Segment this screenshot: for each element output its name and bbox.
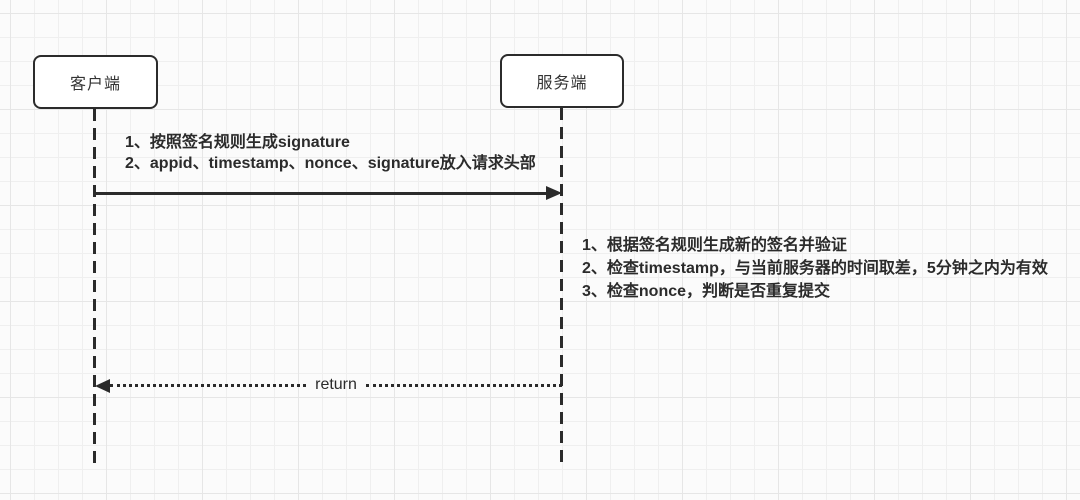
- server-verification-note: 1、根据签名规则生成新的签名并验证 2、检查timestamp，与当前服务器的时…: [582, 234, 1048, 303]
- request-step-2: 2、appid、timestamp、nonce、signature放入请求头部: [125, 155, 536, 172]
- arrowhead-right-icon: [546, 186, 562, 200]
- server-check-2: 2、检查timestamp，与当前服务器的时间取差，5分钟之内为有效: [582, 260, 1048, 277]
- server-lifeline: [560, 108, 563, 467]
- request-step-1: 1、按照签名规则生成signature: [125, 134, 350, 151]
- return-arrow: return: [95, 375, 563, 394]
- actor-server-label: 服务端: [536, 75, 588, 92]
- return-dotted-line-right: [365, 384, 563, 387]
- arrowhead-left-icon: [95, 378, 110, 393]
- client-lifeline: [93, 109, 96, 467]
- return-dotted-line-left: [110, 384, 307, 387]
- actor-box-client: 客户端: [33, 55, 158, 109]
- request-arrow-line: [95, 192, 547, 195]
- return-label: return: [315, 375, 357, 393]
- request-steps-note: 1、按照签名规则生成signature 2、appid、timestamp、no…: [125, 132, 536, 174]
- server-check-1: 1、根据签名规则生成新的签名并验证: [582, 237, 847, 254]
- server-check-3: 3、检查nonce，判断是否重复提交: [582, 283, 831, 300]
- actor-client-label: 客户端: [69, 76, 121, 93]
- actor-box-server: 服务端: [500, 54, 624, 108]
